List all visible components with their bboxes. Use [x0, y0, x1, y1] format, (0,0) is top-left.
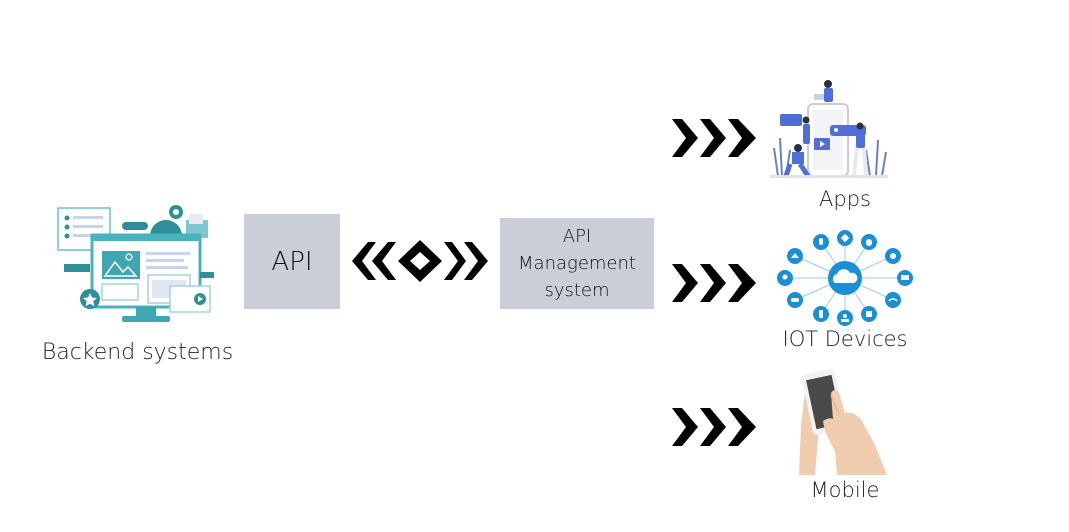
mobile-label: Mobile	[810, 478, 880, 502]
arrow-to-apps-icon	[670, 115, 758, 161]
api-management-line-1: API	[562, 226, 592, 247]
arrow-to-mobile-icon	[670, 404, 758, 450]
backend-systems-icon	[50, 202, 220, 327]
mobile-icon	[795, 365, 890, 477]
api-box: API	[244, 214, 340, 309]
api-management-box: API Management system	[500, 218, 654, 309]
iot-devices-icon	[775, 230, 915, 326]
api-management-line-2: Management	[518, 253, 636, 274]
arrow-to-iot-icon	[670, 260, 758, 306]
iot-devices-label: IOT Devices	[782, 327, 908, 351]
api-management-line-3: system	[544, 280, 610, 301]
api-box-label: API	[271, 246, 313, 277]
backend-systems-label: Backend systems	[41, 340, 234, 365]
apps-label: Apps	[819, 187, 871, 211]
bidirectional-arrow-icon	[350, 238, 490, 284]
apps-icon	[770, 78, 888, 180]
